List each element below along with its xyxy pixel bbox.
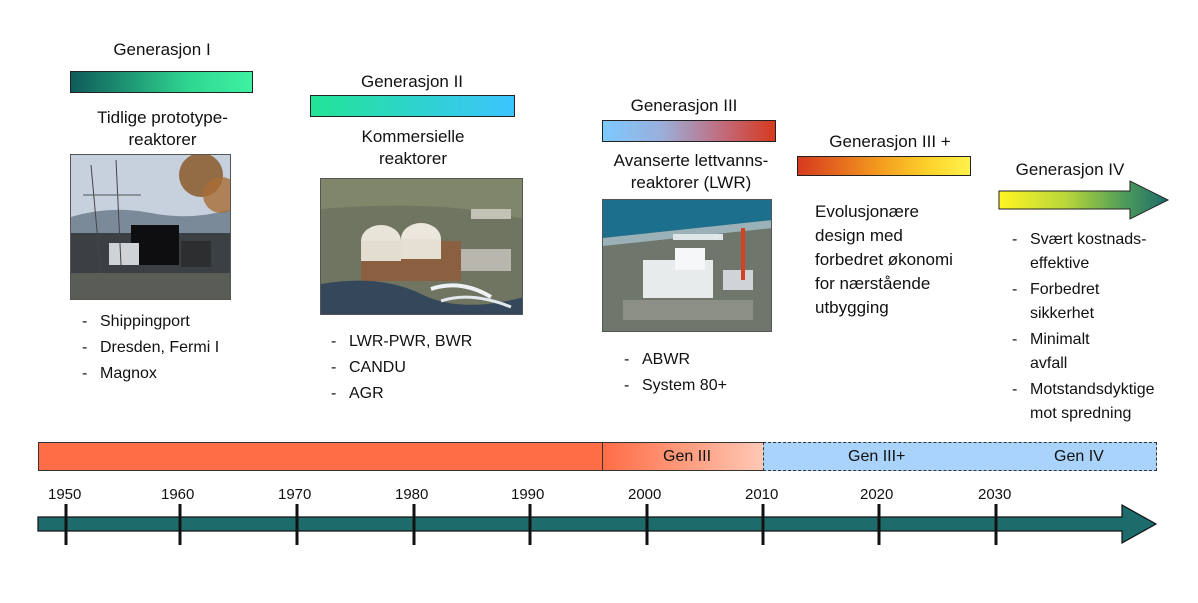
list-item: Dresden, Fermi I xyxy=(80,335,270,361)
list-item: ABWR xyxy=(622,347,792,373)
timeline-segment-future: Gen III+ Gen IV xyxy=(763,442,1157,471)
gen3-reactor-photo xyxy=(602,199,772,332)
gen3-examples: ABWR System 80+ xyxy=(622,347,792,399)
gen4-arrow-bar xyxy=(998,180,1170,220)
year-label: 1950 xyxy=(48,486,82,503)
timeline-segment-gen1-2 xyxy=(38,442,603,471)
gen2-title: Generasjon II xyxy=(360,72,464,91)
gen3plus-description: Evolusjonære design med forbedret økonom… xyxy=(815,202,953,317)
year-ticks xyxy=(64,504,998,545)
gen1-reactor-photo xyxy=(70,154,231,300)
list-item: Svært kostnads- effektive xyxy=(1010,228,1195,276)
list-item: System 80+ xyxy=(622,373,792,399)
timeline-label-gen3: Gen III xyxy=(663,448,712,465)
list-item: LWR-PWR, BWR xyxy=(329,329,519,355)
gen2-examples: LWR-PWR, BWR CANDU AGR xyxy=(329,329,519,407)
gen1-description: Tidlige prototype- reaktorer xyxy=(97,108,228,149)
gen2-reactor-photo xyxy=(320,178,523,315)
timeline-label-gen3plus: Gen III+ xyxy=(848,448,906,465)
list-item: Minimalt avfall xyxy=(1010,328,1195,376)
timeline-segment-gen3: Gen III xyxy=(602,442,764,471)
gen3-title: Generasjon III xyxy=(630,96,738,115)
timeline-label-gen4: Gen IV xyxy=(1054,448,1104,465)
year-label: 2030 xyxy=(978,486,1012,503)
year-label: 2000 xyxy=(628,486,662,503)
gen1-bar xyxy=(70,71,253,93)
year-label: 1990 xyxy=(511,486,545,503)
list-item: Shippingport xyxy=(80,309,270,335)
year-label: 1960 xyxy=(161,486,195,503)
year-label: 2010 xyxy=(745,486,779,503)
year-label: 1970 xyxy=(278,486,312,503)
list-item: Magnox xyxy=(80,361,270,387)
gen1-examples: Shippingport Dresden, Fermi I Magnox xyxy=(80,309,270,387)
list-item: CANDU xyxy=(329,355,519,381)
time-axis-arrow xyxy=(37,503,1158,545)
gen3plus-title: Generasjon III + xyxy=(829,132,951,151)
gen2-bar xyxy=(310,95,515,117)
gen2-description: Kommersielle reaktorer xyxy=(361,127,465,168)
gen3-bar xyxy=(602,120,776,142)
list-item: AGR xyxy=(329,381,519,407)
gen4-benefits: Svært kostnads- effektive Forbedret sikk… xyxy=(1010,228,1195,428)
gen4-title: Generasjon IV xyxy=(1015,160,1125,179)
list-item: Forbedret sikkerhet xyxy=(1010,278,1195,326)
year-label: 1980 xyxy=(395,486,429,503)
gen3plus-bar xyxy=(797,156,971,176)
gen1-title: Generasjon I xyxy=(113,40,211,59)
list-item: Motstandsdyktige mot spredning xyxy=(1010,378,1195,426)
gen3-description: Avanserte lettvanns- reaktorer (LWR) xyxy=(613,151,769,192)
year-label: 2020 xyxy=(860,486,894,503)
